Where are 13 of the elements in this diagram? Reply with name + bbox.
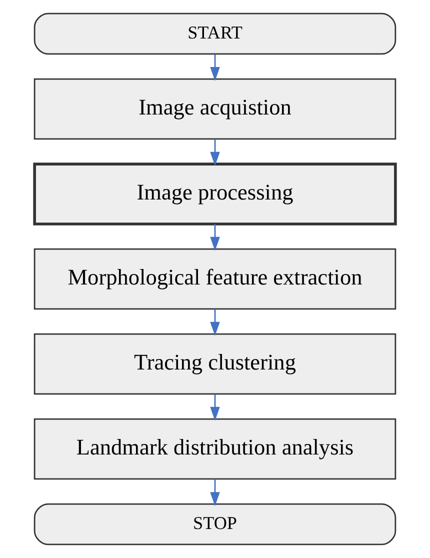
node-box: START: [34, 12, 396, 55]
arrow: [210, 224, 220, 251]
arrow: [210, 394, 220, 421]
node-box: Image processing: [33, 162, 397, 226]
arrow: [210, 54, 220, 82]
node-box: Morphological feature extraction: [34, 248, 396, 310]
node-box: Landmark distribution analysis: [34, 418, 396, 480]
node-box: Tracing clustering: [34, 333, 396, 395]
arrow: [210, 479, 220, 506]
arrow: [210, 139, 220, 166]
arrow: [210, 309, 220, 336]
node-box: STOP: [34, 503, 396, 546]
node-box: Image acquistion: [34, 78, 396, 140]
